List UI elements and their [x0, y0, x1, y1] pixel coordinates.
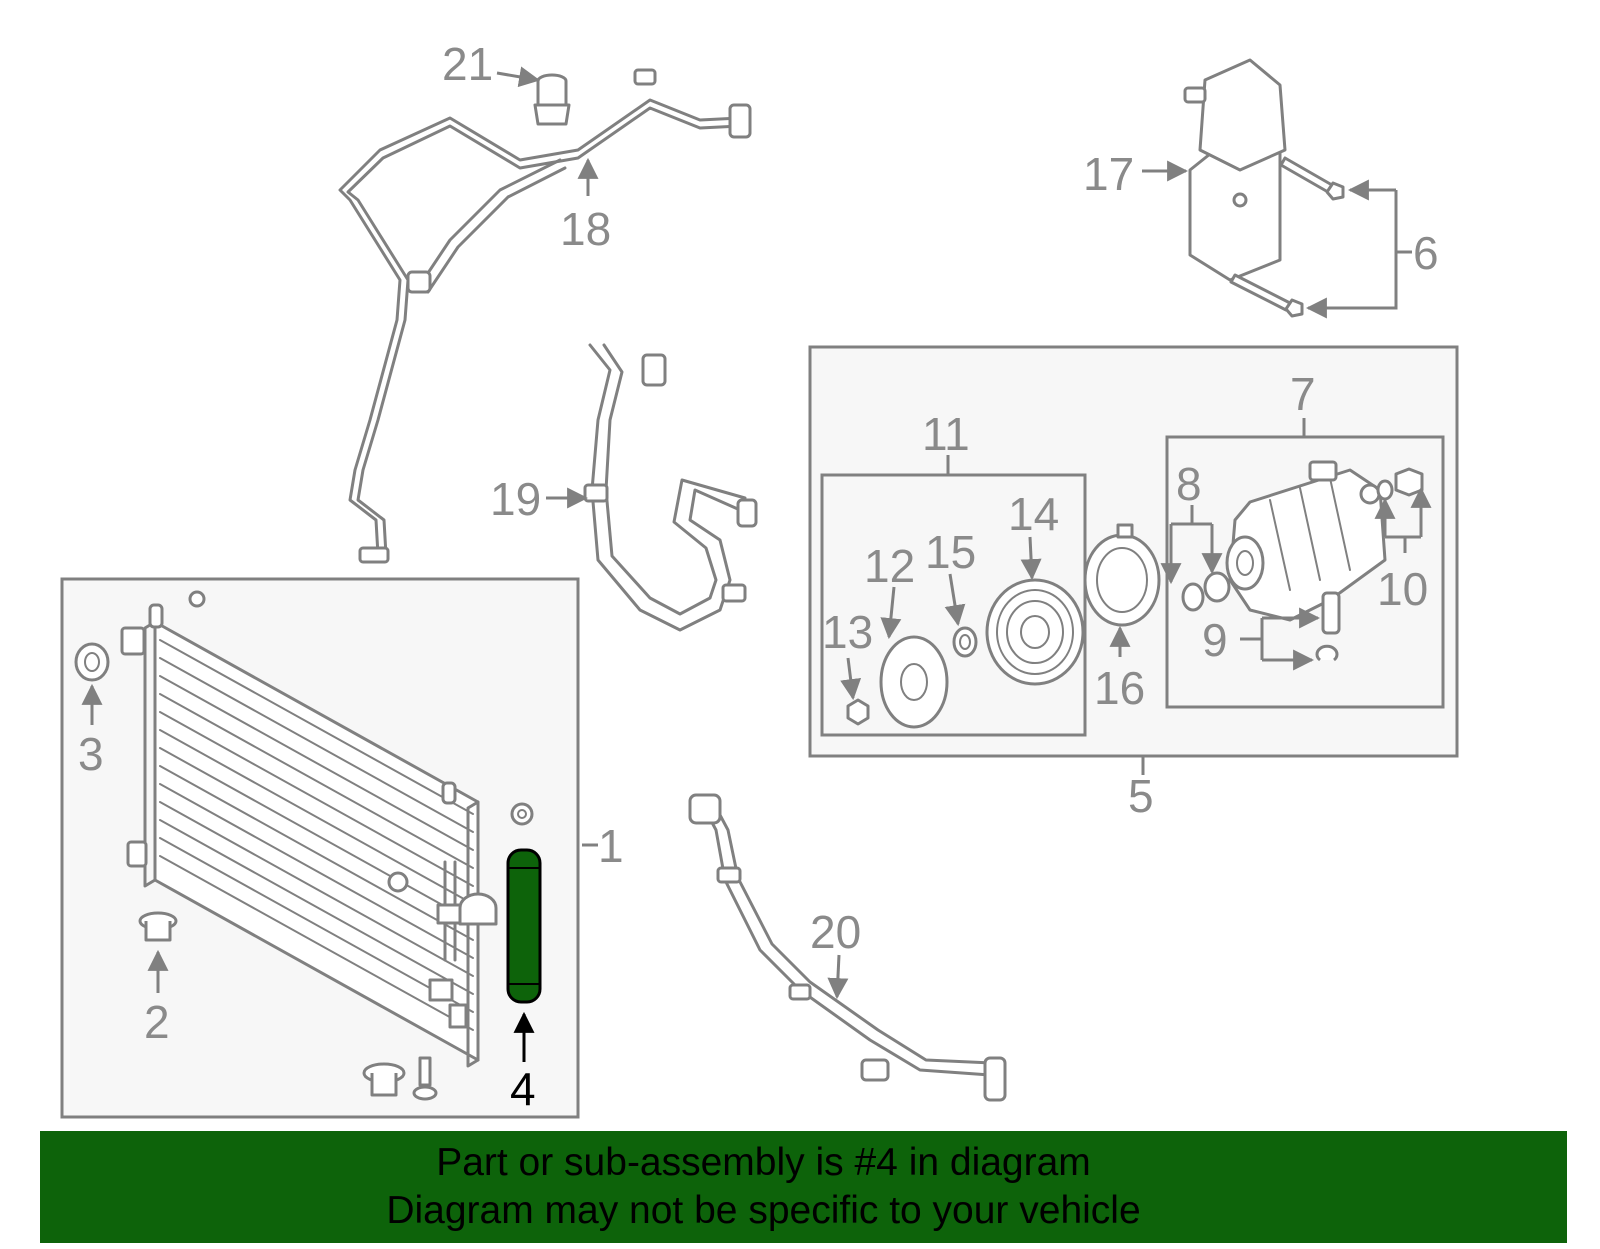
info-banner: Part or sub-assembly is #4 in diagram Di…	[40, 1131, 1567, 1243]
callout-4-highlighted: 4	[510, 1063, 536, 1115]
ac-line-18	[338, 68, 752, 564]
callout-20: 20	[810, 906, 861, 958]
callout-13: 13	[822, 606, 873, 658]
condenser-mount-bushing-2	[138, 911, 178, 942]
banner-line-1: Part or sub-assembly is #4 in diagram	[436, 1141, 1091, 1184]
receiver-drier-clip	[510, 802, 534, 826]
snap-ring-15	[952, 626, 978, 658]
callout-1: 1	[598, 820, 624, 872]
receiver-drier-highlighted[interactable]	[506, 848, 542, 1004]
ac-hose-20	[688, 793, 1007, 1102]
banner-line-2: Diagram may not be specific to your vehi…	[386, 1189, 1141, 1232]
service-port-10	[1376, 467, 1424, 501]
pulley-14	[985, 578, 1085, 686]
callout-8: 8	[1176, 458, 1202, 510]
bracket-bolts-6	[1229, 156, 1345, 318]
callout-9: 9	[1202, 614, 1228, 666]
pressure-sensor-21	[533, 73, 571, 126]
callout-17: 17	[1083, 148, 1134, 200]
field-coil-16	[1083, 523, 1161, 627]
callout-19: 19	[490, 473, 541, 525]
callout-18: 18	[560, 203, 611, 255]
condenser-mount-bushing-3	[74, 642, 110, 682]
callout-15: 15	[925, 526, 976, 578]
callout-11: 11	[922, 408, 970, 460]
callout-7: 7	[1290, 368, 1316, 420]
condenser-bottom-bushing	[362, 1056, 438, 1101]
ac-hose-19	[583, 343, 758, 632]
clutch-hub-12	[879, 635, 949, 729]
callout-16: 16	[1094, 662, 1145, 714]
compressor-bracket-17	[1183, 58, 1287, 282]
callout-12: 12	[864, 540, 915, 592]
callout-14: 14	[1008, 488, 1059, 540]
callout-2: 2	[144, 996, 170, 1048]
o-rings-8	[1181, 571, 1231, 612]
clutch-nut-13	[846, 698, 870, 726]
callout-6: 6	[1413, 227, 1439, 279]
callout-5: 5	[1128, 770, 1154, 822]
condenser-core	[120, 590, 498, 1068]
valve-9	[1315, 591, 1341, 662]
callout-10: 10	[1377, 563, 1428, 615]
callout-21: 21	[442, 38, 493, 90]
callout-3: 3	[78, 728, 104, 780]
